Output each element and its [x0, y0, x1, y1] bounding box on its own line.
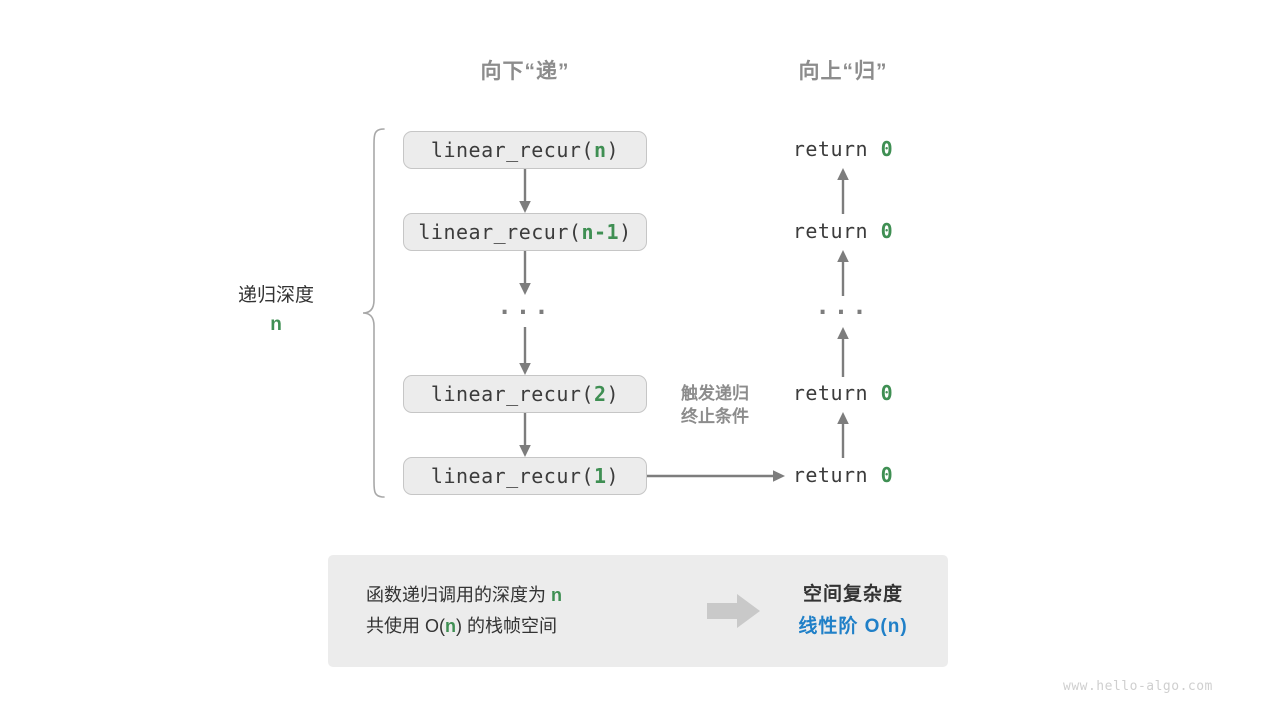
call-frame-box: linear_recur(1): [403, 457, 647, 495]
down-arrow-icon: [516, 413, 534, 459]
space-complexity-title: 空间复杂度: [802, 583, 903, 605]
summary-left-text: 函数递归调用的深度为 n 共使用 O(n) 的栈帧空间: [328, 580, 696, 643]
down-arrow-icon: [516, 169, 534, 215]
depth-brace-icon: [360, 126, 388, 500]
summary-left-line2: 共使用 O(n) 的栈帧空间: [366, 616, 557, 636]
return-ellipsis: ···: [815, 298, 871, 326]
down-arrow-icon: [516, 327, 534, 377]
call-frame-text-0: linear_recur(n): [430, 138, 620, 162]
trigger-note-line2: 终止条件: [681, 406, 749, 426]
down-arrow-icon: [516, 251, 534, 297]
up-arrow-icon: [834, 325, 852, 377]
base-case-arrow-icon: [647, 467, 787, 485]
call-frame-box: linear_recur(n): [403, 131, 647, 169]
call-frame-box: linear_recur(n-1): [403, 213, 647, 251]
summary-right-text: 空间复杂度 线性阶 O(n): [772, 579, 948, 644]
recursion-depth-annotation: 递归深度 n: [196, 281, 356, 340]
return-label: return 0: [792, 137, 894, 161]
call-frame-text-3: linear_recur(2): [430, 382, 620, 406]
return-label: return 0: [792, 381, 894, 405]
trigger-note: 触发递归 终止条件: [640, 383, 790, 429]
up-arrow-icon: [834, 166, 852, 214]
right-block-arrow-icon: [707, 594, 760, 628]
return-label: return 0: [792, 463, 894, 487]
recursion-depth-value: n: [270, 314, 282, 336]
watermark: www.hello-algo.com: [1063, 679, 1213, 694]
summary-panel: 函数递归调用的深度为 n 共使用 O(n) 的栈帧空间 空间复杂度 线性阶 O(…: [328, 555, 948, 667]
trigger-note-line1: 触发递归: [681, 384, 749, 403]
return-label: return 0: [792, 219, 894, 243]
space-complexity-value: 线性阶 O(n): [798, 616, 908, 637]
call-frame-box: linear_recur(2): [403, 375, 647, 413]
call-frame-text-4: linear_recur(1): [430, 464, 620, 488]
summary-left-line1: 函数递归调用的深度为 n: [366, 584, 562, 605]
recursion-depth-title: 递归深度: [237, 285, 314, 306]
summary-arrow: [696, 592, 772, 630]
call-frame-ellipsis: ···: [497, 298, 553, 326]
up-arrow-icon: [834, 410, 852, 458]
call-frame-text-1: linear_recur(n-1): [418, 220, 632, 244]
up-arrow-icon: [834, 248, 852, 296]
column-header-ascend: 向上“归”: [798, 60, 888, 83]
column-header-descend: 向下“递”: [480, 60, 570, 83]
